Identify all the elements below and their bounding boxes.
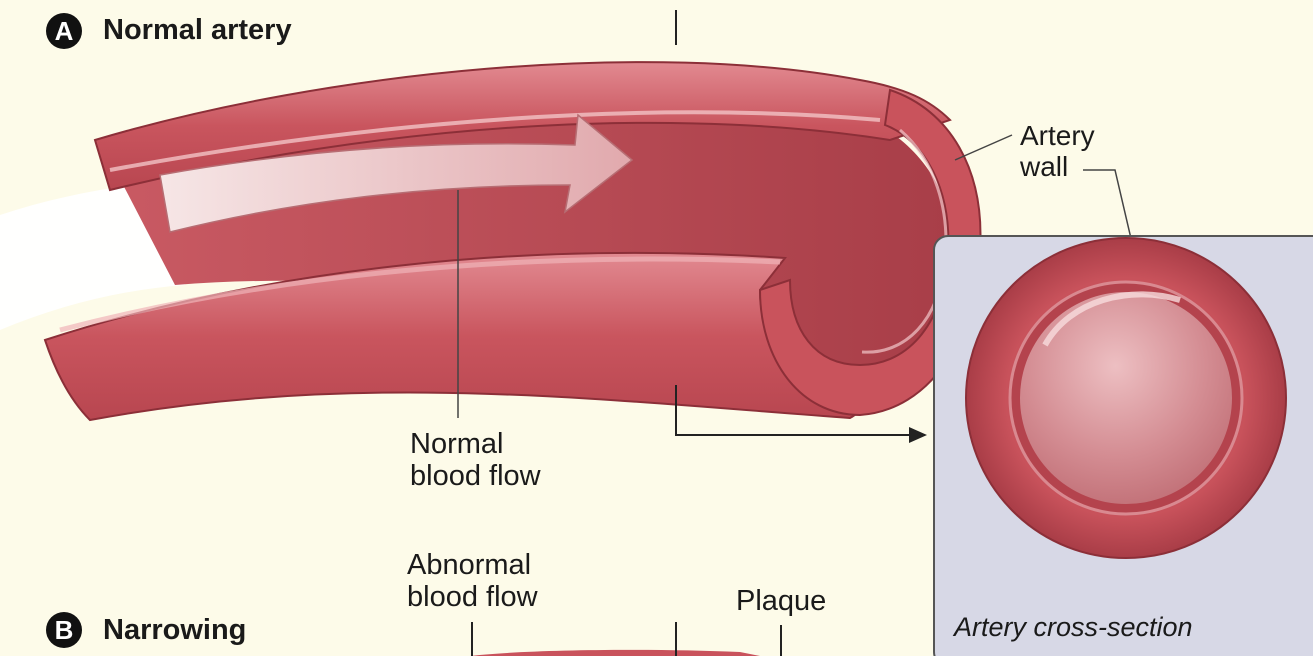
abnormal-flow-label-line1: Abnormal [407, 549, 538, 581]
section-b-title: Narrowing [103, 614, 246, 647]
normal-flow-label-line1: Normal [410, 428, 541, 460]
abnormal-flow-label-line2: blood flow [407, 581, 538, 613]
abnormal-flow-label: Abnormal blood flow [407, 549, 538, 614]
section-a-badge: A [46, 13, 82, 49]
section-b-badge: B [46, 612, 82, 648]
normal-flow-label-line2: blood flow [410, 460, 541, 492]
artery-wall-label-line1: Artery [1020, 120, 1095, 151]
section-a-title: Normal artery [103, 14, 292, 47]
artery-wall-label-line2: wall [1020, 151, 1095, 182]
normal-flow-label: Normal blood flow [410, 428, 541, 493]
plaque-label: Plaque [736, 585, 826, 617]
cross-section-caption: Artery cross-section [954, 612, 1193, 642]
artery-wall-label: Artery wall [1020, 120, 1095, 183]
cross-section-lumen [1020, 292, 1232, 504]
